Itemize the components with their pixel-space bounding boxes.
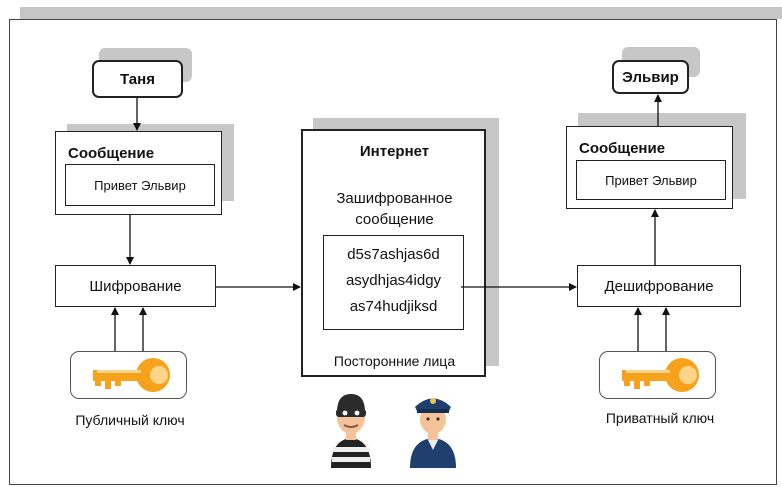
- key-icon: [92, 358, 170, 392]
- right-message-text: Привет Эльвир: [605, 172, 697, 188]
- public-key-label: Публичный ключ: [75, 412, 185, 428]
- sender-name: Таня: [120, 70, 155, 88]
- cipher-line-1: d5s7ashjas6d: [347, 246, 440, 263]
- encryption-box: Шифрование: [55, 265, 216, 307]
- public-key-box: [70, 351, 187, 399]
- receiver-name: Эльвир: [622, 68, 679, 86]
- decryption-label: Дешифрование: [604, 277, 714, 295]
- internet-title: Интернет: [359, 143, 430, 160]
- cipher-line-3: as74hudjiksd: [349, 298, 438, 315]
- top-band: [20, 7, 782, 19]
- receiver-box: Эльвир: [612, 60, 689, 94]
- left-message-title: Сообщение: [68, 145, 155, 162]
- cipher-line-2: asydhjas4idgy: [345, 272, 442, 289]
- cipher-box: d5s7ashjas6d asydhjas4idgy as74hudjiksd: [323, 235, 464, 330]
- private-key-label: Приватный ключ: [605, 410, 715, 426]
- right-message-title: Сообщение: [579, 140, 666, 157]
- sender-box: Таня: [92, 60, 183, 98]
- thief-icon: [331, 394, 371, 468]
- key-icon: [621, 358, 699, 392]
- encryption-label: Шифрование: [89, 277, 182, 295]
- internet-subtitle-line2: сообщение: [355, 211, 434, 228]
- internet-subtitle-line1: Зашифрованное: [336, 190, 453, 207]
- internet-box: Интернет Зашифрованное сообщение d5s7ash…: [301, 129, 486, 377]
- left-message-box: Сообщение Привет Эльвир: [55, 131, 222, 215]
- internet-footer: Посторонние лица: [333, 353, 456, 369]
- right-message-content: Привет Эльвир: [576, 160, 726, 200]
- decryption-box: Дешифрование: [577, 265, 741, 307]
- left-message-text: Привет Эльвир: [94, 177, 186, 193]
- right-message-box: Сообщение Привет Эльвир: [566, 126, 733, 209]
- police-officer-icon: [410, 398, 456, 468]
- left-message-content: Привет Эльвир: [65, 164, 215, 206]
- private-key-box: [599, 351, 716, 399]
